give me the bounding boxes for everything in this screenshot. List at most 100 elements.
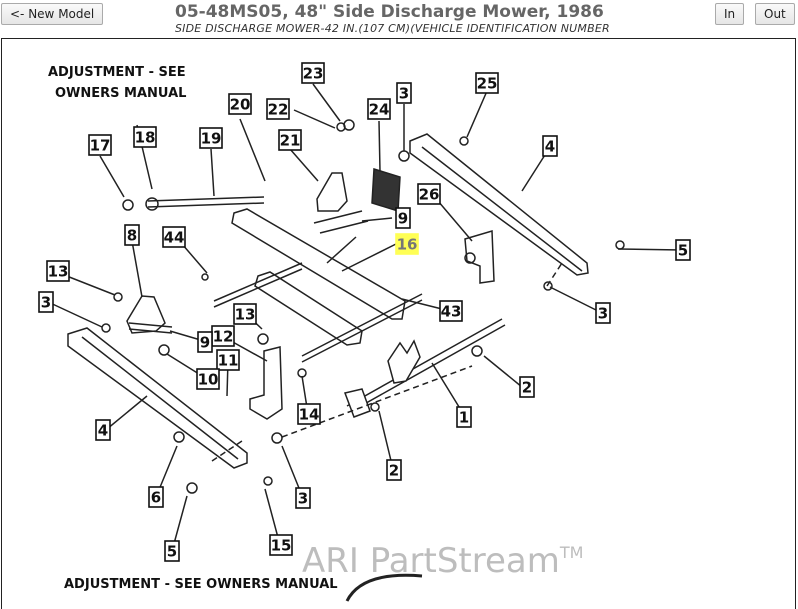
callout-4[interactable]: 4: [542, 135, 558, 157]
callout-box: [297, 403, 321, 425]
callout-17[interactable]: 17: [88, 134, 112, 156]
callout-label: 3: [298, 490, 308, 508]
callout-box: [367, 98, 391, 120]
page-title: 05-48MS05, 48" Side Discharge Mower, 198…: [175, 2, 604, 22]
callout-box: [133, 126, 157, 148]
callout-box: [396, 82, 412, 104]
callout-box: [148, 486, 164, 508]
callout-box: [228, 93, 252, 115]
callout-label: 25: [477, 75, 498, 93]
callout-43[interactable]: 43: [439, 300, 463, 322]
callout-3[interactable]: 3: [595, 302, 611, 324]
callout-box: [46, 260, 70, 282]
callout-2[interactable]: 2: [386, 459, 402, 481]
callout-12[interactable]: 12: [211, 325, 235, 347]
callout-box: [301, 62, 325, 84]
callout-44[interactable]: 44: [162, 226, 186, 248]
callout-box: [88, 134, 112, 156]
callout-label: 22: [268, 101, 289, 119]
new-model-button[interactable]: <- New Model: [1, 3, 104, 25]
exploded-parts-diagram: ADJUSTMENT - SEE OWNERS MANUAL ADJUSTMEN…: [38, 62, 691, 602]
callout-box: [278, 129, 302, 151]
callout-23[interactable]: 23: [301, 62, 325, 84]
callout-10[interactable]: 10: [196, 368, 220, 390]
callout-label: 16: [397, 236, 418, 254]
page-subtitle: SIDE DISCHARGE MOWER-42 IN.(107 CM)(VEHI…: [175, 22, 610, 35]
callout-3[interactable]: 3: [396, 82, 412, 104]
callout-label: 13: [235, 306, 256, 324]
callout-4[interactable]: 4: [95, 419, 111, 441]
callout-label: 18: [135, 129, 156, 147]
toolbar: <- New Model 05-48MS05, 48" Side Dischar…: [0, 0, 798, 40]
callout-6[interactable]: 6: [148, 486, 164, 508]
callout-26[interactable]: 26: [417, 183, 441, 205]
partstream-watermark: ARI PartStreamTM: [302, 541, 583, 581]
trademark-mark: TM: [559, 543, 584, 562]
watermark-text: ARI PartStream: [302, 541, 560, 581]
callout-20[interactable]: 20: [228, 93, 252, 115]
callout-18[interactable]: 18: [133, 126, 157, 148]
adjustment-note-line1: ADJUSTMENT - SEE: [48, 65, 186, 80]
callout-24[interactable]: 24: [367, 98, 391, 120]
callout-label: 4: [98, 422, 108, 440]
callout-label: 15: [271, 537, 292, 555]
callout-label: 21: [280, 132, 301, 150]
callout-box: [542, 135, 558, 157]
callout-5[interactable]: 5: [164, 540, 180, 562]
callout-box: [595, 302, 611, 324]
callout-box: [475, 72, 499, 94]
callout-3[interactable]: 3: [38, 291, 54, 313]
callout-label: 44: [164, 229, 185, 247]
callout-9[interactable]: 9: [395, 207, 411, 229]
callout-label: 12: [213, 328, 234, 346]
callout-label: 5: [167, 543, 177, 561]
callout-box: [216, 349, 240, 371]
callout-box: [197, 331, 213, 353]
callout-label: 23: [303, 65, 324, 83]
callout-3[interactable]: 3: [295, 487, 311, 509]
callout-box: [233, 303, 257, 325]
callout-22[interactable]: 22: [266, 98, 290, 120]
adjustment-note-line2: OWNERS MANUAL: [55, 86, 186, 101]
adjustment-note-bottom: ADJUSTMENT - SEE OWNERS MANUAL: [64, 577, 338, 592]
callout-label: 2: [522, 379, 532, 397]
callout-box: [675, 239, 691, 261]
callout-16[interactable]: 16: [395, 233, 419, 255]
callout-box: [196, 368, 220, 390]
callout-1[interactable]: 1: [456, 406, 472, 428]
callout-8[interactable]: 8: [124, 224, 140, 246]
callout-19[interactable]: 19: [199, 127, 223, 149]
callout-box: [162, 226, 186, 248]
callout-label: 2: [389, 462, 399, 480]
callout-21[interactable]: 21: [278, 129, 302, 151]
callout-9[interactable]: 9: [197, 331, 213, 353]
callout-label: 9: [200, 334, 210, 352]
callout-15[interactable]: 15: [269, 534, 293, 556]
callout-14[interactable]: 14: [297, 403, 321, 425]
zoom-out-button[interactable]: Out: [755, 3, 795, 25]
callout-box: [439, 300, 463, 322]
callout-label: 3: [399, 85, 409, 103]
callout-box: [395, 207, 411, 229]
callout-label: 9: [398, 210, 408, 228]
callout-box: [456, 406, 472, 428]
callout-25[interactable]: 25: [475, 72, 499, 94]
callout-box: [164, 540, 180, 562]
callout-2[interactable]: 2: [519, 376, 535, 398]
callout-13[interactable]: 13: [233, 303, 257, 325]
callout-label: 13: [48, 263, 69, 281]
callout-box: [95, 419, 111, 441]
callout-label: 20: [230, 96, 251, 114]
callout-label: 17: [90, 137, 111, 155]
callout-5[interactable]: 5: [675, 239, 691, 261]
callout-label: 24: [369, 101, 390, 119]
parts-diagram-viewer[interactable]: ADJUSTMENT - SEE OWNERS MANUAL ADJUSTMEN…: [1, 38, 796, 609]
callout-label: 11: [218, 352, 239, 370]
zoom-in-button[interactable]: In: [715, 3, 745, 25]
callout-label: 10: [198, 371, 219, 389]
callout-11[interactable]: 11: [216, 349, 240, 371]
callout-label: 14: [299, 406, 320, 424]
callout-13[interactable]: 13: [46, 260, 70, 282]
callout-box: [386, 459, 402, 481]
callout-box: [199, 127, 223, 149]
